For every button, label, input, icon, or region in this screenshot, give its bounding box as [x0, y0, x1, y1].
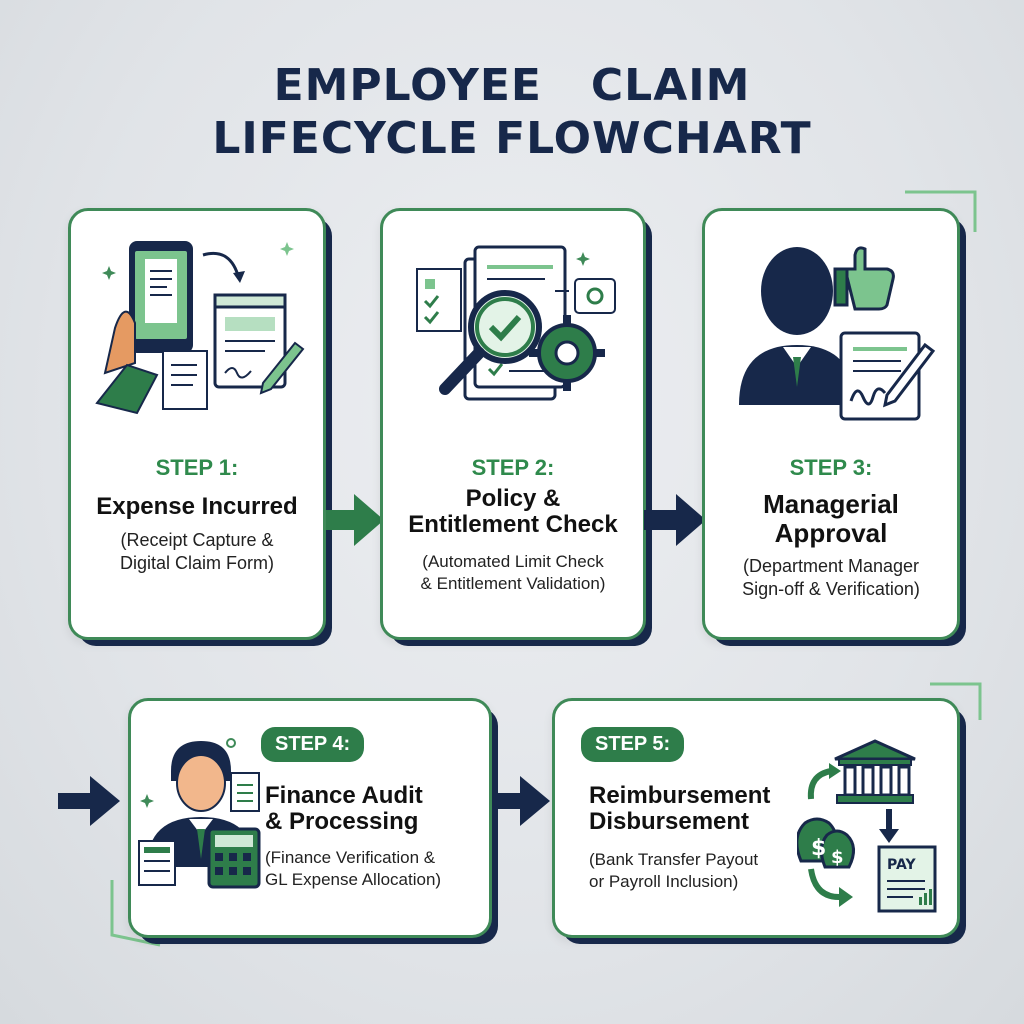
bank-money-bags-pay-slip-icon: $ $ PAY [797, 739, 937, 913]
step-4-card: STEP 4: Finance Audit & Processing (Fina… [128, 698, 492, 938]
step-5-desc-line-1: (Bank Transfer Payout [589, 850, 759, 869]
svg-text:$: $ [831, 847, 844, 868]
step-5-desc-line-2: or Payroll Inclusion) [589, 872, 739, 892]
step-1-card: STEP 1: Expense Incurred (Receipt Captur… [68, 208, 326, 640]
step-5-heading-line-1: Reimbursement [589, 782, 771, 809]
step-2-desc-line-1: (Automated Limit Check [422, 552, 604, 571]
arrow-step-2-to-3 [644, 494, 706, 546]
step-3-heading-line-1: Managerial [763, 489, 899, 519]
step-4-desc-line-2: GL Expense Allocation) [265, 870, 442, 890]
pay-slip-label: PAY [887, 857, 916, 873]
step-1-heading: Expense Incurred [96, 493, 298, 520]
step-2-heading-line-1: Policy & [465, 485, 561, 512]
svg-text:$: $ [811, 836, 826, 861]
step-2-desc-line-2: & Entitlement Validation) [420, 574, 606, 594]
step-2-description: (Automated Limit Check & Entitlement Val… [383, 551, 643, 595]
step-3-card: STEP 3: Managerial Approval (Department … [702, 208, 960, 640]
step-2-card: STEP 2: Policy & Entitlement Check (Auto… [380, 208, 646, 640]
arrow-step-4-to-5 [492, 776, 550, 826]
manager-thumbs-up-signature-icon [739, 246, 936, 421]
arrow-step-1-to-2 [326, 494, 384, 546]
page-title: EMPLOYEE CLAIM LIFECYCLE FLOWCHART [0, 60, 1024, 166]
finance-officer-calculator-icon [138, 738, 261, 889]
phone-receipt-form-icon [95, 241, 305, 415]
step-2-heading: Policy & Entitlement Check [383, 485, 643, 539]
step-3-desc-line-1: (Department Manager [742, 556, 920, 576]
step-1-desc-line-2: Digital Claim Form) [119, 553, 274, 574]
step-5-description: (Bank Transfer Payout or Payroll Inclusi… [589, 849, 809, 893]
step-2-heading-line-2: Entitlement Check [408, 511, 618, 539]
step-3-label: STEP 3: [789, 455, 873, 480]
step-5-heading-line-2: Disbursement [589, 808, 750, 836]
arrow-into-step-4 [58, 776, 120, 826]
step-3-description: (Department Manager Sign-off & Verificat… [705, 555, 957, 602]
title-line-2: LIFECYCLE FLOWCHART [212, 112, 812, 164]
step-4-heading: Finance Audit & Processing [265, 782, 485, 836]
step-2-label: STEP 2: [471, 455, 555, 480]
step-3-heading-line-2: Approval [774, 517, 888, 548]
step-4-description: (Finance Verification & GL Expense Alloc… [265, 847, 485, 891]
step-4-heading-line-1: Finance Audit [265, 782, 423, 809]
step-4-heading-line-2: & Processing [265, 808, 419, 836]
step-4-desc-line-1: (Finance Verification & [265, 848, 436, 867]
step-3-heading: Managerial Approval [705, 490, 957, 547]
title-line-1: EMPLOYEE CLAIM [273, 60, 751, 111]
step-3-desc-line-2: Sign-off & Verification) [742, 579, 920, 600]
step-5-heading: Reimbursement Disbursement [589, 782, 829, 836]
step-4-label: STEP 4: [261, 727, 365, 762]
step-1-description: (Receipt Capture & Digital Claim Form) [71, 529, 323, 576]
step-5-card: STEP 5: Reimbursement Disbursement (Bank… [552, 698, 960, 938]
magnifier-gear-checklist-icon [416, 245, 616, 401]
step-1-desc-line-1: (Receipt Capture & [120, 530, 274, 550]
step-1-label: STEP 1: [155, 455, 239, 480]
step-5-label: STEP 5: [581, 727, 685, 762]
